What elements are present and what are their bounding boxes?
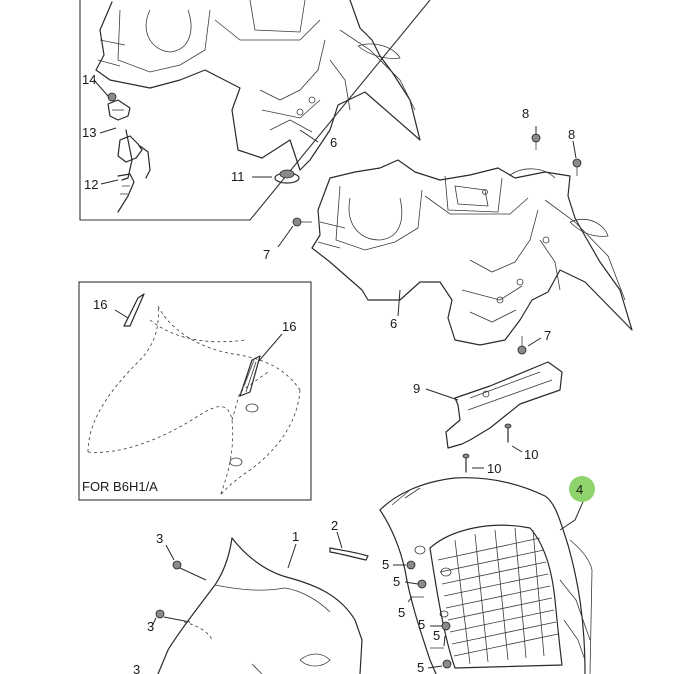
callout-12: 12: [84, 177, 98, 192]
callout-4: 4: [576, 482, 583, 497]
variant-note: FOR B6H1/A: [82, 479, 158, 494]
fastener-bolts-3: [155, 560, 182, 619]
fastener-bolts-5: [406, 560, 452, 669]
front-fender-main-drawing: [157, 537, 363, 674]
callout-8-right: 8: [568, 127, 575, 142]
callout-2: 2: [331, 518, 338, 533]
callout-16-left: 16: [93, 297, 107, 312]
callout-5-c: 5: [398, 605, 405, 620]
grommet-part-11: [274, 169, 300, 184]
callout-3-lower: 3: [147, 619, 154, 634]
callout-7-right: 7: [544, 328, 551, 343]
callout-5-b: 5: [393, 574, 400, 589]
front-fender-leader-lines: [151, 531, 343, 627]
callout-8-left: 8: [522, 106, 529, 121]
callout-6-main: 6: [390, 316, 397, 331]
callout-13: 13: [82, 125, 96, 140]
callout-5-e: 5: [433, 628, 440, 643]
inner-fender-upper-drawing: [95, 0, 421, 171]
callout-5-f: 5: [417, 660, 424, 674]
callout-5-a: 5: [382, 557, 389, 572]
inner-fender-main-drawing: [311, 159, 633, 346]
fastener-bolts-upper: [292, 133, 582, 355]
callout-1: 1: [292, 529, 299, 544]
callout-5-d: 5: [418, 617, 425, 632]
callout-3-bottom: 3: [133, 662, 140, 674]
front-panel-part-4: [379, 477, 593, 674]
bracket-part-9: [445, 361, 563, 449]
callout-9: 9: [413, 381, 420, 396]
callout-7-left: 7: [263, 247, 270, 262]
b6h1a-leader-lines: [114, 309, 283, 363]
callout-16-right: 16: [282, 319, 296, 334]
upper-inset-frame: [79, 0, 431, 221]
panel-leader-lines: [393, 494, 587, 669]
b6h1a-inset-frame: [78, 281, 312, 501]
callout-14: 14: [82, 72, 96, 87]
inset-leader-lines: [93, 79, 319, 185]
fastener-bolts-10: [462, 423, 512, 473]
front-fender-variant-drawing: [87, 293, 301, 497]
latch-assembly-drawing: [107, 92, 151, 213]
callout-3-upper: 3: [156, 531, 163, 546]
callout-10-lower: 10: [487, 461, 501, 476]
callout-10-upper: 10: [524, 447, 538, 462]
highlight-marker-4: [569, 476, 595, 502]
callout-6-upper: 6: [330, 135, 337, 150]
main-leader-lines: [277, 126, 577, 469]
callout-11: 11: [231, 169, 245, 184]
emblem-part-2: [329, 547, 369, 561]
